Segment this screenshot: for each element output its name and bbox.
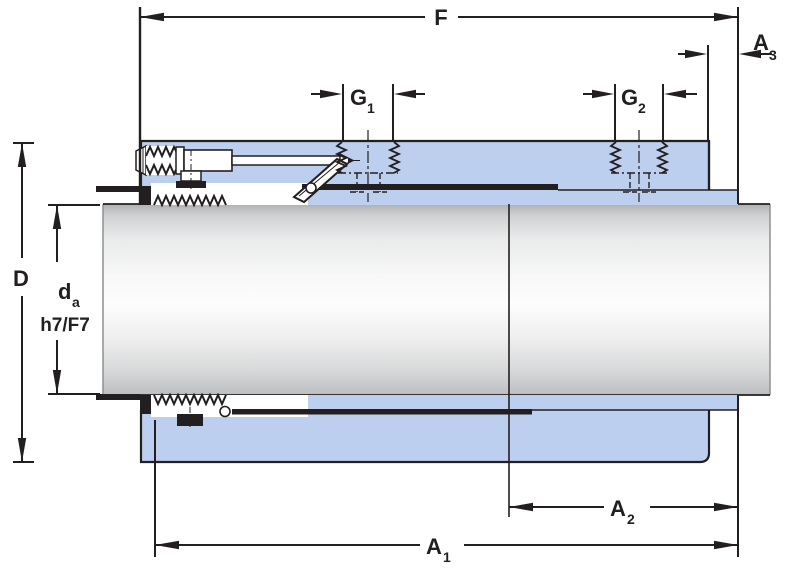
lower-pivot-dot [219,405,231,418]
dim-a2-arrow-left [509,502,533,512]
dim-da-label-sub: a [72,294,80,310]
dim-a2-label: A [610,496,626,521]
lower-inner-sleeve-thread [153,392,227,407]
dim-a3-arrow-right [739,49,761,59]
dim-d-arrow-bottom [17,438,27,462]
injector-thread-bottom [145,162,178,177]
dim-a3-label: A [753,30,769,55]
injector-rod [231,155,341,166]
dim-a1-arrow-right [714,540,738,550]
g2-threaded-hole [608,130,670,202]
dim-a2-label-sub: 2 [627,511,635,527]
dim-f-arrow-left [140,12,164,22]
dim-a1-arrow-left [155,540,179,550]
upper-pivot-dot [305,182,317,194]
dim-f-label: F [434,5,447,30]
dim-g2: G 2 [583,85,697,116]
g1-threaded-hole [334,130,402,202]
lower-left-step [140,395,151,414]
extension-lines [138,7,739,557]
upper-left-step [140,186,151,205]
g2-thread-right [655,141,670,174]
lower-left-ledge [96,394,140,400]
dim-a3: A 3 [678,30,777,63]
dim-g1-arrow-right [394,89,416,99]
upper-sleeve-pocket [151,183,308,205]
lower-outer-sleeve [139,410,711,464]
injector-collar [175,146,185,175]
dim-d-arrow-top [17,143,27,167]
dim-g1-label: G [350,85,367,110]
g1-thread-right [387,141,402,174]
injector-bracket-base [176,181,206,188]
dim-a2: A 2 [509,496,738,527]
shaft-body [103,204,770,395]
upper-sleeve-assembly [96,139,738,208]
dim-f: F [140,5,738,30]
dim-da-fit-label: h7/F7 [40,315,90,336]
dim-d: D [13,142,34,463]
dim-g2-arrow-right [664,89,686,99]
g1-thread-left [334,141,349,174]
dim-d-label: D [13,266,29,291]
injector-thread-top [145,144,178,159]
dim-g1: G 1 [311,85,425,116]
g2-thread-left [608,141,623,174]
shaft [102,203,771,396]
lower-oil-groove-bar [232,409,532,415]
dim-g1-label-sub: 1 [367,100,375,116]
dim-da: d a h7/F7 [40,204,100,395]
dim-g1-arrow-left [320,89,342,99]
dim-f-arrow-right [714,12,738,22]
lower-bracket [177,414,203,426]
dim-g2-label: G [621,85,638,110]
dim-a3-label-sub: 3 [769,47,777,63]
dim-a3-arrow-left [685,49,707,59]
upper-left-ledge [96,186,140,192]
upper-oil-groove-bar [302,184,558,190]
dim-da-label: d [58,279,71,304]
dim-da-arrow-bottom [52,370,62,394]
dim-a1-label-sub: 1 [443,549,451,565]
lower-sleeve-assembly [96,392,738,464]
upper-inner-sleeve-thread [153,193,227,208]
dim-a1-label: A [426,534,442,559]
dim-a2-arrow-right [714,502,738,512]
dim-a1: A 1 [155,534,738,565]
dim-da-arrow-top [52,205,62,229]
dim-g2-arrow-left [592,89,614,99]
dim-g2-label-sub: 2 [638,100,646,116]
injector-rod-tip-point [348,157,353,164]
oil-injector-tool [135,144,360,204]
